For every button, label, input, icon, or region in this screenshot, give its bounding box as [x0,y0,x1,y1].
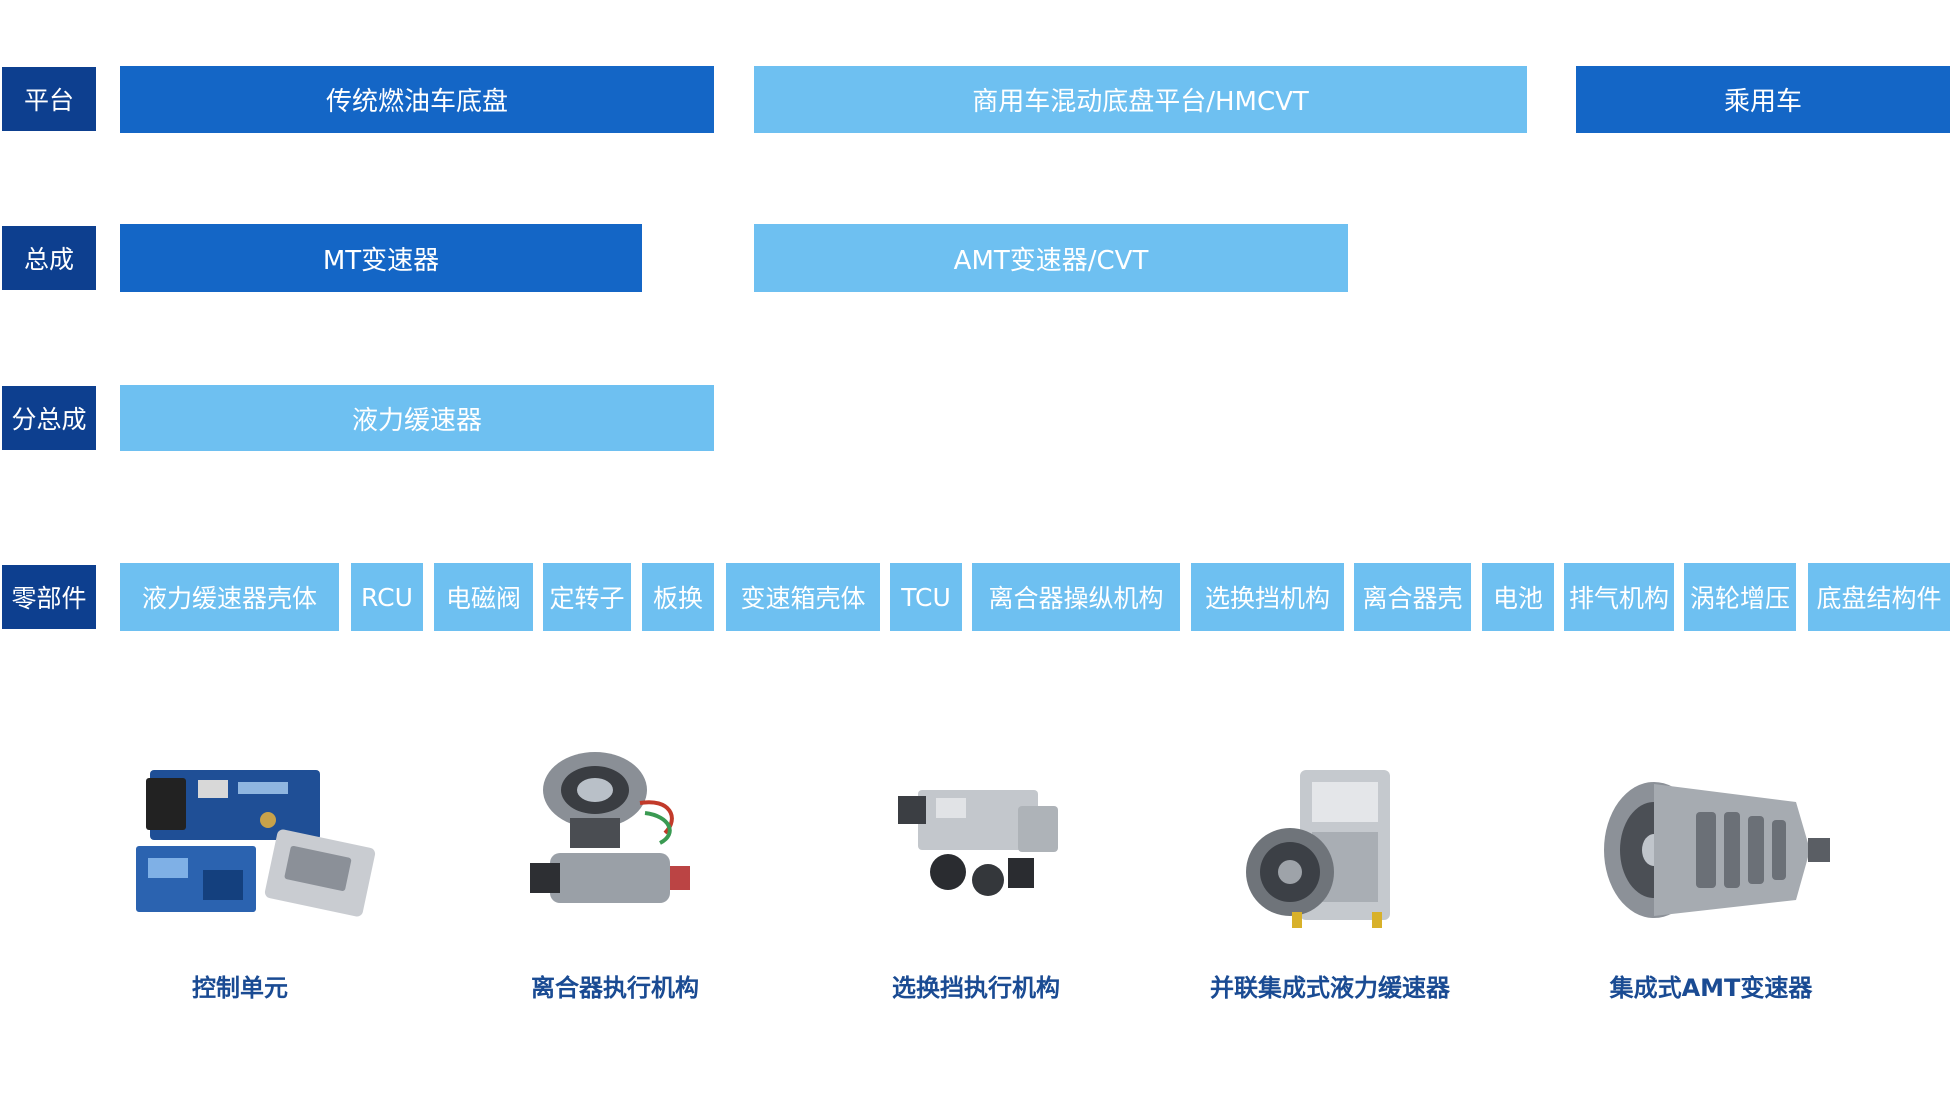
clutch-actuator-image [530,752,690,903]
row-label-subassembly: 分总成 [2,386,96,450]
component-retarder-housing: 液力缓速器壳体 [120,563,339,631]
component-gear-shift-mechanism: 选换挡机构 [1191,563,1344,631]
component-tcu: TCU [890,563,962,631]
component-battery: 电池 [1482,563,1554,631]
product-caption: 集成式AMT变速器 [1609,974,1813,1002]
component-solenoid-valve: 电磁阀 [434,563,533,631]
assembly-mt-transmission: MT变速器 [120,224,642,292]
platform-commercial-hybrid-hmcvt: 商用车混动底盘平台/HMCVT [754,66,1527,133]
component-clutch-housing: 离合器壳 [1354,563,1471,631]
row-label-platform: 平台 [2,67,96,131]
platform-traditional-fuel-chassis: 传统燃油车底盘 [120,66,714,133]
component-gearbox-housing: 变速箱壳体 [726,563,880,631]
product-caption: 离合器执行机构 [531,974,699,1002]
component-exhaust-mechanism: 排气机构 [1564,563,1674,631]
component-rcu: RCU [351,563,423,631]
component-stator-rotor: 定转子 [543,563,631,631]
product-caption: 控制单元 [192,974,288,1002]
hydraulic-retarder-image [1246,770,1390,928]
component-chassis-structure: 底盘结构件 [1808,563,1950,631]
gear-shift-actuator-image [898,790,1058,896]
product-caption: 并联集成式液力缓速器 [1210,974,1450,1002]
assembly-amt-cvt: AMT变速器/CVT [754,224,1348,292]
platform-passenger-car: 乘用车 [1576,66,1950,133]
row-label-components: 零部件 [2,565,96,629]
product-caption: 选换挡执行机构 [892,974,1060,1002]
subassembly-hydraulic-retarder: 液力缓速器 [120,385,714,451]
component-plate-exchanger: 板换 [642,563,714,631]
component-turbocharger: 涡轮增压 [1684,563,1796,631]
component-clutch-control: 离合器操纵机构 [972,563,1180,631]
row-label-assembly: 总成 [2,226,96,290]
control-unit-image [136,770,376,917]
amt-transmission-image [1604,782,1830,918]
